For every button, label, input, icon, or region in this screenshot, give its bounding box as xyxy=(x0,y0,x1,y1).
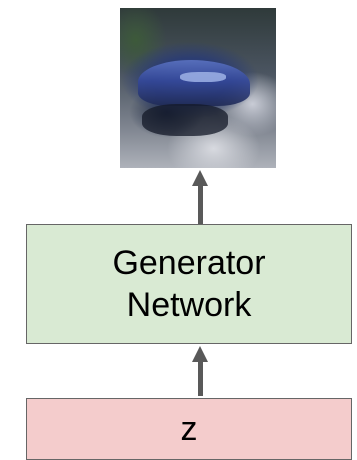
generated-car-shadow xyxy=(142,104,228,136)
arrowhead xyxy=(192,346,208,362)
generator-label-line2: Network xyxy=(126,286,252,324)
arrow-shaft xyxy=(197,362,203,396)
arrowhead xyxy=(192,170,208,186)
generated-car-body xyxy=(138,60,250,106)
generator-network-box: Generator Network xyxy=(26,224,352,344)
generated-image xyxy=(120,8,276,168)
latent-z-label: z xyxy=(180,409,198,448)
latent-z-box: z xyxy=(26,398,352,460)
generator-label-line1: Generator xyxy=(112,244,266,282)
arrow-up-icon xyxy=(192,346,208,396)
arrow-up-icon xyxy=(192,170,208,226)
generated-car-window xyxy=(180,72,226,82)
generator-label: Generator Network xyxy=(112,242,265,326)
arrow-shaft xyxy=(197,186,203,226)
